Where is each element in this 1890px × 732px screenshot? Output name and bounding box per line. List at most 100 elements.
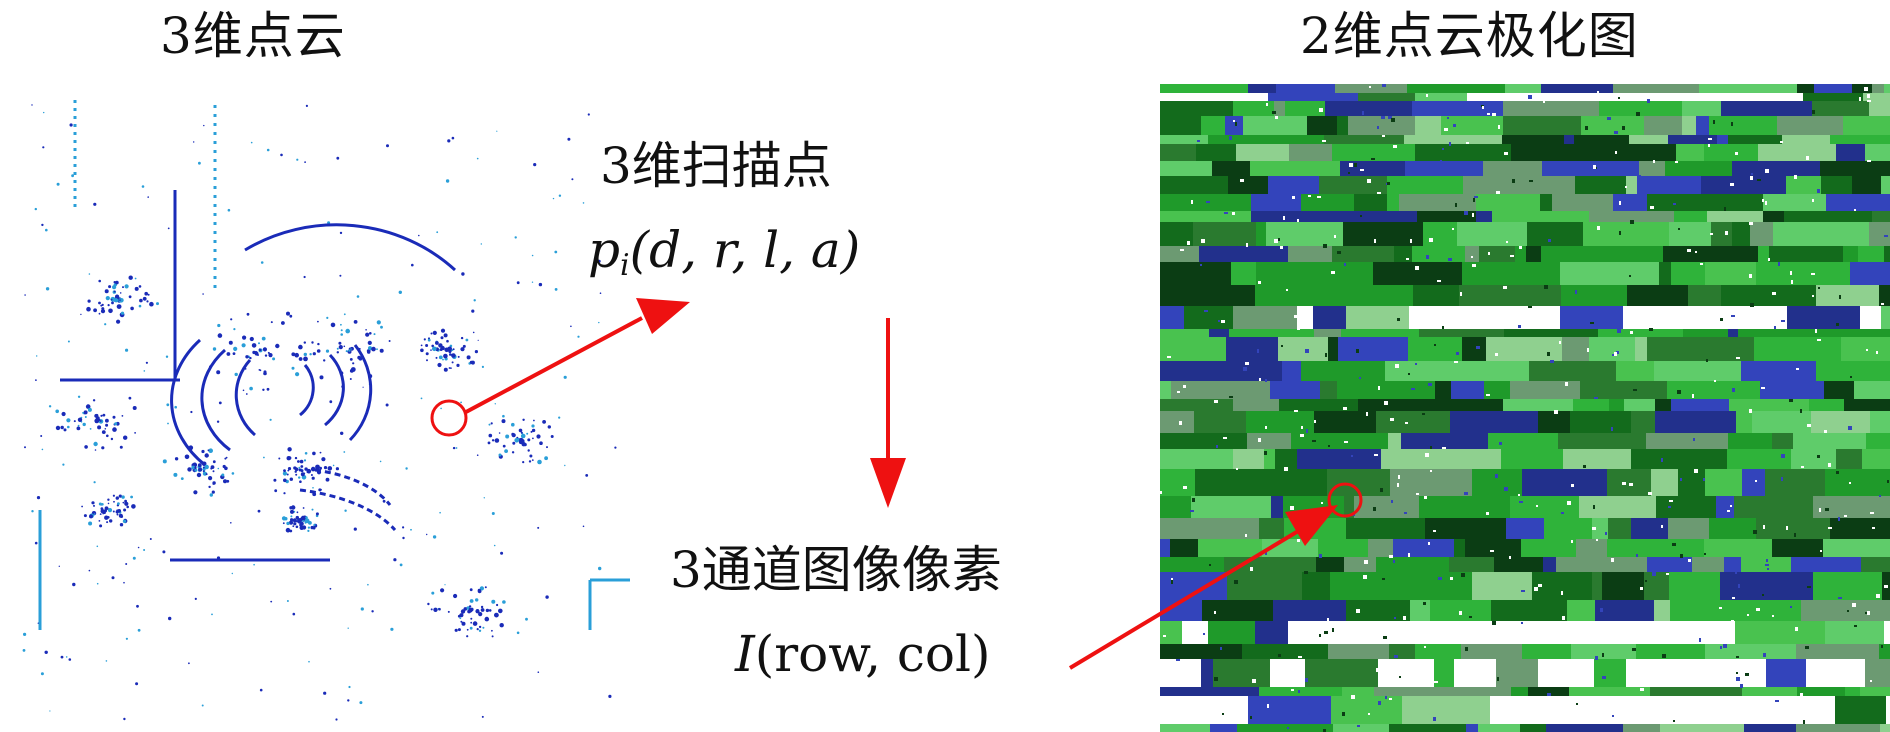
point-cloud-dot (149, 538, 152, 540)
polar-image-speck (1334, 235, 1336, 238)
polar-image-cell (1409, 306, 1461, 329)
point-cloud-dot (23, 632, 27, 637)
polar-image-cell (1301, 194, 1354, 211)
polar-image-speck (1422, 413, 1425, 415)
polar-image-cell (1552, 194, 1613, 211)
polar-image-cell (1540, 194, 1552, 211)
polar-image-cell (1262, 539, 1318, 557)
polar-image-cell (1338, 337, 1408, 361)
polar-image-cell (1160, 285, 1255, 306)
polar-image-speck (1190, 510, 1194, 512)
polar-image-cell (1344, 557, 1376, 572)
polar-image-cell (1196, 144, 1236, 161)
polar-image-speck (1755, 480, 1757, 482)
polar-image-speck (1772, 615, 1774, 617)
polar-image-cell (1650, 687, 1742, 696)
polar-image-speck (1864, 87, 1868, 91)
polar-image-speck (1218, 320, 1220, 322)
polar-image-speck (1229, 396, 1233, 398)
point-cloud-dot (317, 320, 319, 323)
polar-image-cell (1595, 600, 1654, 621)
polar-image-cell (1160, 687, 1259, 696)
polar-image-cell (1809, 399, 1844, 411)
point-cloud-dot (245, 355, 249, 359)
polar-image-cell (1276, 84, 1335, 93)
point-cloud-dot (263, 370, 267, 374)
polar-image-cell (1160, 557, 1170, 572)
point-cloud-dot (205, 473, 208, 476)
polar-image-cell (1506, 518, 1544, 539)
polar-image-cell (1651, 469, 1678, 496)
point-cloud-dot (102, 413, 106, 417)
point-cloud-dot (294, 456, 298, 460)
polar-image-speck (1281, 345, 1283, 347)
polar-image-cell (1858, 246, 1884, 262)
pixel-arguments: (row, col) (754, 625, 991, 683)
point-cloud-dot (104, 506, 109, 511)
polar-image-speck (1214, 400, 1218, 403)
polar-image-cell (1659, 262, 1671, 285)
polar-image-speck (1482, 106, 1484, 109)
point-cloud-dot (242, 389, 245, 392)
polar-image-speck (1179, 421, 1182, 425)
polar-image-speck (1442, 148, 1444, 150)
polar-image-cell (1793, 433, 1866, 449)
polar-image-2d-title: 2维点云极化图 (1300, 7, 1639, 65)
polar-image-cell (1812, 101, 1869, 116)
polar-image-cell (1332, 144, 1415, 161)
polar-image-speck (1367, 179, 1371, 183)
polar-image-cell (1772, 539, 1823, 557)
polar-image-cell (1228, 176, 1268, 194)
point-cloud-dot (228, 340, 233, 345)
pixel-formula: I(row, col) (735, 624, 991, 684)
polar-image-cell (1465, 539, 1521, 557)
point-cloud-dot (325, 349, 330, 353)
point-cloud-dot (291, 366, 295, 370)
point-cloud-dot (66, 418, 71, 423)
polar-image-speck (1447, 117, 1449, 119)
point-cloud-dot (511, 451, 515, 454)
point-cloud-dot (335, 467, 339, 471)
point-cloud-dot (298, 357, 303, 361)
point-cloud-dot (488, 609, 492, 612)
point-cloud-dot (462, 344, 466, 348)
polar-image-cell (1796, 644, 1879, 659)
point-cloud-dot (537, 671, 540, 673)
point-cloud-dot (480, 608, 485, 612)
point-cloud-dot (307, 526, 310, 529)
polar-image-cell (1811, 411, 1870, 433)
polar-image-speck (1547, 693, 1551, 696)
polar-image-speck (1258, 438, 1261, 442)
polar-image-speck (1836, 471, 1839, 474)
polar-image-cell (1617, 93, 1681, 101)
point-cloud-dot (487, 441, 491, 445)
polar-image-speck (1550, 360, 1554, 363)
polar-image-speck (1865, 612, 1867, 614)
point-cloud-dot (287, 469, 290, 472)
polar-image-cell (1580, 381, 1667, 399)
polar-image-cell (1309, 621, 1358, 644)
polar-image-speck (1571, 540, 1573, 543)
point-cloud-dot (512, 441, 516, 445)
point-cloud-dot (123, 508, 127, 512)
point-cloud-dot (100, 509, 105, 514)
polar-image-cell (1558, 433, 1607, 449)
polar-image-cell (1791, 449, 1836, 469)
polar-image-cell (1160, 469, 1195, 496)
polar-image-cell (1374, 687, 1439, 696)
point-cloud-dot (295, 372, 300, 377)
polar-image-cell (1688, 285, 1721, 306)
point-cloud-dot (511, 433, 516, 438)
point-cloud-dot (459, 613, 464, 618)
polar-image-cell (1466, 724, 1478, 732)
point-cloud-dot (327, 466, 333, 471)
polar-image-cell (1526, 246, 1541, 262)
polar-image-cell (1251, 211, 1350, 222)
point-cloud-dot (476, 628, 479, 631)
point-cloud-dot (193, 141, 195, 143)
polar-image-cell (1569, 687, 1650, 696)
point-cloud-dot (472, 621, 478, 626)
polar-image-speck (1490, 550, 1494, 552)
point-cloud-dot (98, 502, 102, 506)
polar-image-cell (1484, 381, 1510, 399)
